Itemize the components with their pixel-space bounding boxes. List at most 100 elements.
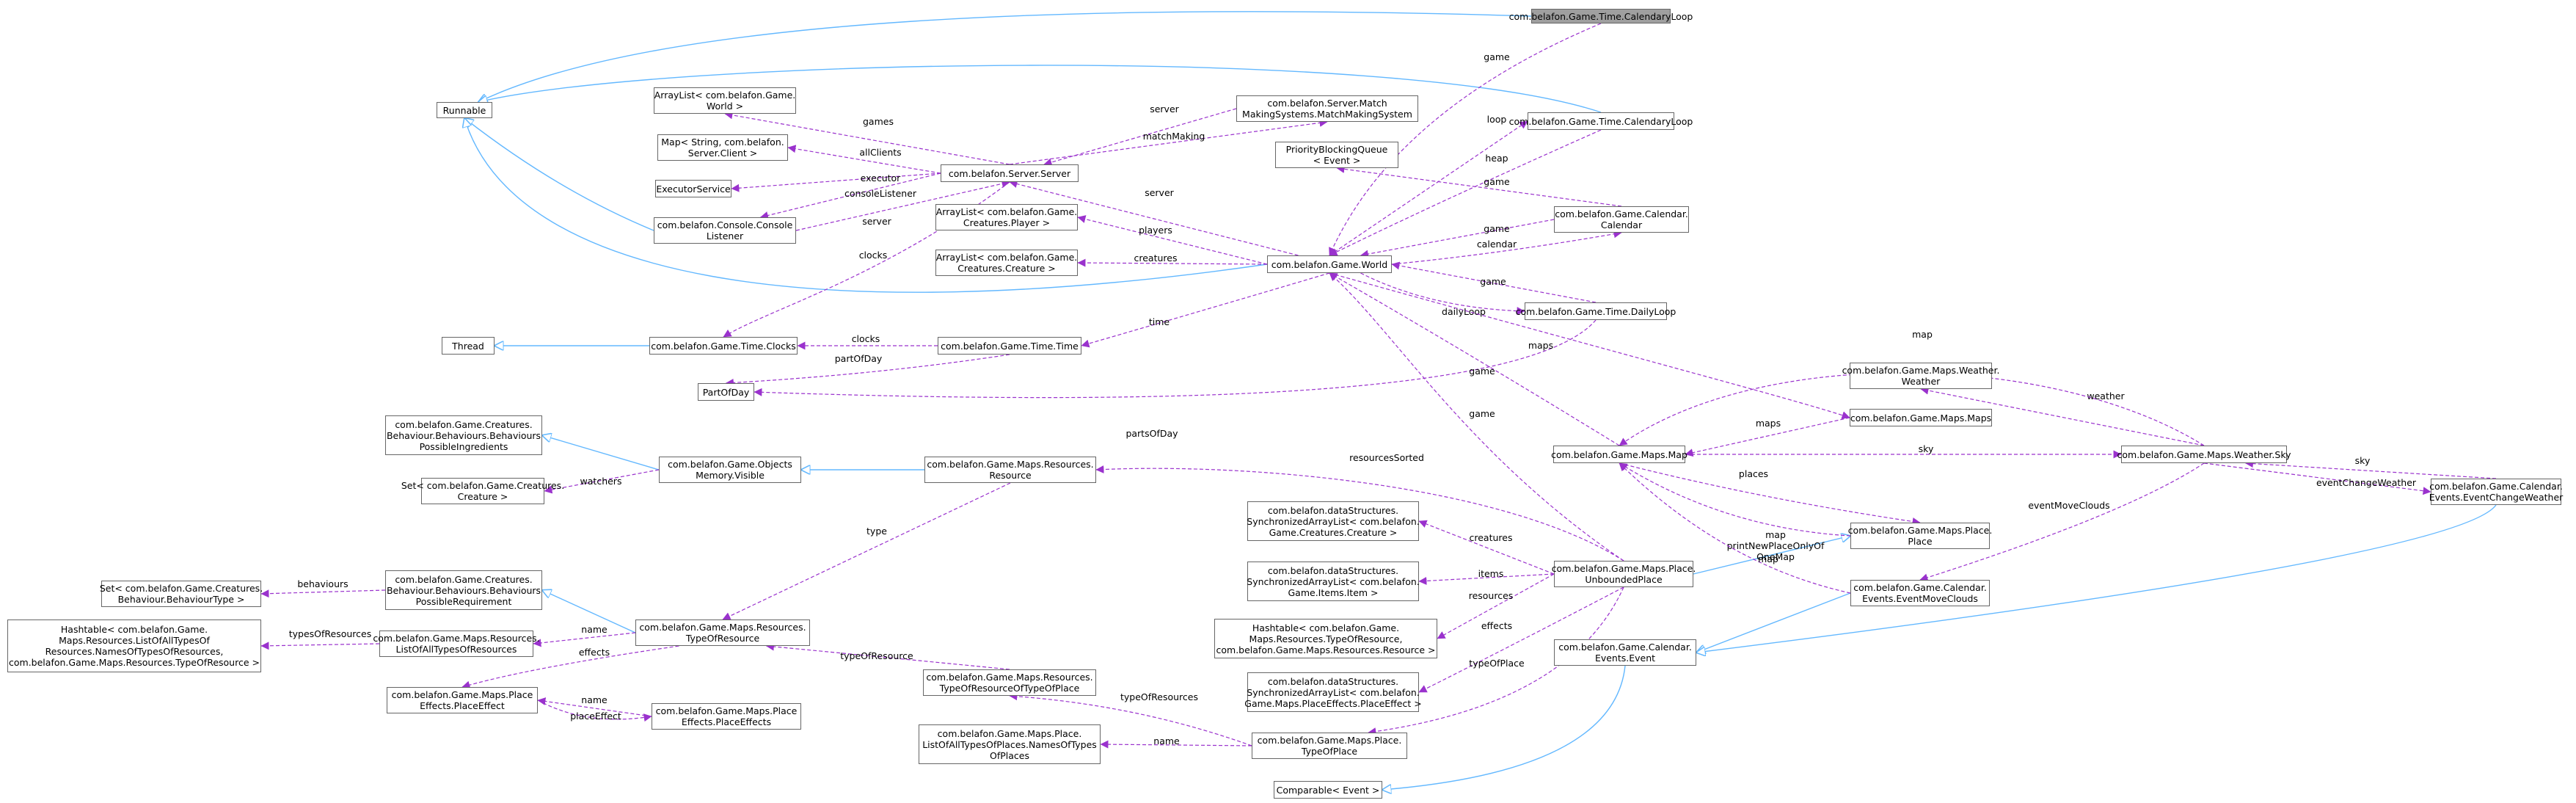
edge-label: typesOfResources <box>289 628 372 639</box>
class-node-sync-creature[interactable]: com.belafon.dataStructures.SynchronizedA… <box>1247 501 1420 541</box>
class-node-world[interactable]: com.belafon.Game.World <box>1267 255 1392 273</box>
class-node-event-change-weather[interactable]: com.belafon.Game.Calendar.Events.EventCh… <box>2429 479 2563 505</box>
edge-label: resources <box>1469 590 1514 601</box>
class-node-server[interactable]: com.belafon.Server.Server <box>941 164 1079 182</box>
class-node-unbounded-place[interactable]: com.belafon.Game.Maps.Place.UnboundedPla… <box>1552 561 1696 587</box>
class-node-label-line: Weather <box>1901 376 1941 387</box>
class-node-array-list-player[interactable]: ArrayList< com.belafon.Game.Creatures.Pl… <box>935 204 1078 230</box>
usage-edge <box>1336 164 1622 207</box>
class-node-set-creature[interactable]: Set< com.belafon.Game.Creatures.Creature… <box>401 478 564 504</box>
class-node-daily-loop[interactable]: com.belafon.Game.Time.DailyLoop <box>1516 302 1676 320</box>
class-node-runnable[interactable]: Runnable <box>437 102 492 118</box>
edge-label: game <box>1469 366 1495 377</box>
class-node-hashtable-resource[interactable]: Hashtable< com.belafon.Game.Maps.Resourc… <box>1214 619 1437 658</box>
class-node-label-line: Map< String, com.belafon. <box>661 137 784 148</box>
class-node-label-line: Game.Maps.PlaceEffects.PlaceEffect > <box>1244 697 1422 709</box>
class-node-type-of-resource-of-type-of-place[interactable]: com.belafon.Game.Maps.Resources.TypeOfRe… <box>923 669 1096 696</box>
class-node-hashtable-names[interactable]: Hashtable< com.belafon.Game.Maps.Resourc… <box>7 619 261 672</box>
class-node-priority-queue[interactable]: PriorityBlockingQueue< Event > <box>1275 142 1398 168</box>
usage-edge <box>1619 462 1921 526</box>
class-node-label-line: Runnable <box>442 104 486 116</box>
class-node-label-line: World > <box>706 101 744 112</box>
usage-edge <box>1329 272 1850 419</box>
class-node-label-line: ArrayList< com.belafon.Game. <box>654 90 796 101</box>
class-node-label-line: com.belafon.Game.Time.DailyLoop <box>1515 305 1676 317</box>
class-node-comparable[interactable]: Comparable< Event > <box>1274 781 1382 799</box>
edge-label: game <box>1484 176 1510 187</box>
class-node-label-line: OfPlaces <box>990 749 1029 761</box>
class-node-label-line: com.belafon.Game.Maps.Map <box>1551 448 1687 460</box>
class-node-map-client[interactable]: Map< String, com.belafon.Server.Client > <box>657 134 788 161</box>
class-node-executor-service[interactable]: ExecutorService <box>655 180 731 197</box>
class-node-label-line: Place <box>1908 536 1933 547</box>
class-node-time[interactable]: com.belafon.Game.Time.Time <box>938 337 1081 355</box>
edge-label: placeEffect <box>570 711 621 722</box>
class-node-label-line: ExecutorService <box>656 183 731 195</box>
class-node-label-line: Creatures.Creature > <box>957 263 1056 274</box>
inheritance-edge <box>1693 536 1850 575</box>
class-node-behaviours-ingredients[interactable]: com.belafon.Game.Creatures.Behaviour.Beh… <box>385 415 542 455</box>
class-node-resource[interactable]: com.belafon.Game.Maps.Resources.Resource <box>924 457 1096 483</box>
edge-label: partsOfDay <box>1125 428 1178 439</box>
usage-edge <box>1391 261 1597 303</box>
class-node-sync-place-effect[interactable]: com.belafon.dataStructures.SynchronizedA… <box>1244 672 1422 712</box>
class-node-calendary-loop[interactable]: com.belafon.Game.Time.CalendaryLoop <box>1509 112 1693 130</box>
usage-edge <box>1368 586 1624 736</box>
class-node-maps[interactable]: com.belafon.Game.Maps.Maps <box>1850 409 1992 426</box>
class-node-clocks[interactable]: com.belafon.Game.Time.Clocks <box>649 337 798 355</box>
class-node-type-of-place[interactable]: com.belafon.Game.Maps.Place.TypeOfPlace <box>1252 733 1407 759</box>
edge-label: weather <box>2087 390 2125 402</box>
class-node-label-line: com.belafon.Game.Time.Time <box>941 340 1079 352</box>
inheritance-edge <box>478 11 1532 102</box>
usage-edge <box>1418 520 1555 575</box>
usage-edge <box>2244 459 2497 479</box>
class-node-label-line: Behaviour.Behaviours.Behaviours <box>386 429 541 441</box>
class-node-label-line: UnboundedPlace <box>1585 574 1663 585</box>
class-node-label-line: com.belafon.Game.Maps.Place <box>391 689 533 700</box>
class-node-sync-item[interactable]: com.belafon.dataStructures.SynchronizedA… <box>1247 562 1420 601</box>
class-node-label-line: com.belafon.Game.Maps.Weather.Sky <box>2117 448 2291 460</box>
class-node-label-line: com.belafon.dataStructures. <box>1267 564 1399 576</box>
class-node-type-of-resource[interactable]: com.belafon.Game.Maps.Resources.TypeOfRe… <box>635 619 810 646</box>
class-node-map[interactable]: com.belafon.Game.Maps.Map <box>1551 446 1687 463</box>
edge-label: creatures <box>1470 532 1513 543</box>
class-node-behaviours-requirement[interactable]: com.belafon.Game.Creatures.Behaviour.Beh… <box>385 570 542 610</box>
class-node-array-list-creature[interactable]: ArrayList< com.belafon.Game.Creatures.Cr… <box>935 250 1078 276</box>
class-node-event-move-clouds[interactable]: com.belafon.Game.Calendar.Events.EventMo… <box>1850 580 1990 606</box>
class-node-label-line: Hashtable< com.belafon.Game. <box>60 624 208 635</box>
usage-edge <box>461 645 679 689</box>
class-node-thread[interactable]: Thread <box>442 337 495 355</box>
class-node-label-line: com.belafon.dataStructures. <box>1267 675 1399 687</box>
class-node-label-line: Creature > <box>457 491 508 502</box>
class-node-part-of-day[interactable]: PartOfDay <box>698 383 754 401</box>
usage-edge <box>1043 108 1237 167</box>
class-node-place[interactable]: com.belafon.Game.Maps.Place.Place <box>1848 523 1992 549</box>
class-node-label-line: ListOfAllTypesOfPlaces.NamesOfTypes <box>922 738 1097 750</box>
class-node-calendary-loop-focus[interactable]: com.belafon.Game.Time.CalendaryLoop <box>1509 9 1693 23</box>
inheritance-edge <box>464 118 654 231</box>
usage-edge <box>533 632 636 647</box>
edge-label: clocks <box>859 250 888 261</box>
class-node-sky[interactable]: com.belafon.Game.Maps.Weather.Sky <box>2117 446 2291 463</box>
edge-label: typeOfResources <box>1120 691 1198 702</box>
class-node-array-list-world[interactable]: ArrayList< com.belafon.Game.World > <box>654 87 796 114</box>
usage-edge <box>1009 118 1328 165</box>
class-node-label-line: Listener <box>706 230 744 241</box>
class-node-names-of-types-of-places[interactable]: com.belafon.Game.Maps.Place.ListOfAllTyp… <box>919 724 1101 764</box>
class-node-label-line: com.belafon.Game.World <box>1271 258 1388 270</box>
usage-edge <box>1360 219 1555 258</box>
class-node-event[interactable]: com.belafon.Game.Calendar.Events.Event <box>1554 639 1696 666</box>
class-node-set-behaviour-type[interactable]: Set< com.belafon.Game.Creatures.Behaviou… <box>100 581 263 607</box>
usage-edge <box>1919 462 2205 582</box>
inheritance-edge <box>1382 665 1626 790</box>
class-node-weather[interactable]: com.belafon.Game.Maps.Weather.Weather <box>1842 363 1999 389</box>
class-node-label-line: com.belafon.Game.Maps.Weather. <box>1842 365 2000 376</box>
class-node-calendar[interactable]: com.belafon.Game.Calendar.Calendar <box>1554 206 1689 233</box>
edge-label: sky <box>1919 443 1934 454</box>
class-node-list-of-all-types-of-resources[interactable]: com.belafon.Game.Maps.Resources.ListOfAl… <box>373 631 540 657</box>
